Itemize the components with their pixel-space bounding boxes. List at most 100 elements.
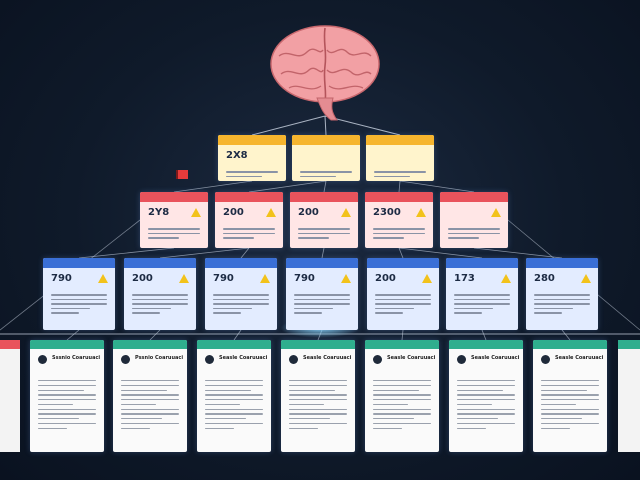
- tier3-card-value: 200: [375, 273, 396, 284]
- warning-icon: [260, 274, 270, 283]
- tier3-card-value: 790: [213, 273, 234, 284]
- tier4-card-title: Seasle Coaruuaci: [471, 355, 520, 361]
- tier3-card-text: [213, 294, 269, 317]
- tier3-card[interactable]: 200: [367, 258, 439, 330]
- tier2-card-header: [215, 192, 283, 202]
- tier2-card-value: 200: [298, 207, 319, 218]
- contact-icon: [121, 355, 130, 364]
- tier1-card[interactable]: [292, 135, 360, 181]
- tier2-card-text: [373, 228, 425, 242]
- connector-line: [78, 247, 175, 259]
- tier3-card-text: [294, 294, 350, 317]
- tier4-card-text: [289, 380, 347, 433]
- warning-icon: [191, 208, 201, 217]
- brain-icon: [265, 22, 385, 122]
- tier4-card-header: [365, 340, 439, 349]
- contact-icon: [541, 355, 550, 364]
- connector-line: [324, 115, 327, 136]
- tier2-card-header: [140, 192, 208, 202]
- tier1-card-header: [218, 135, 286, 145]
- warning-icon: [341, 274, 351, 283]
- warning-icon: [416, 208, 426, 217]
- tier4-card-text: [373, 380, 431, 433]
- tier4-card-title: Pssnio Coaruuaci: [135, 355, 184, 361]
- contact-icon: [289, 355, 298, 364]
- connector-line: [149, 329, 161, 341]
- tier4-card-title: Seasle Coaruuaci: [555, 355, 604, 361]
- flag-icon: [176, 170, 188, 179]
- tier1-card-header: [366, 135, 434, 145]
- connector-line: [233, 329, 242, 341]
- tier4-card[interactable]: Seasle Coaruuaci: [449, 340, 523, 452]
- tier4-card-title: Seasle Coaruuaci: [387, 355, 436, 361]
- tier2-card[interactable]: 200: [215, 192, 283, 248]
- connector-line: [324, 115, 401, 136]
- tier1-card-text: [374, 171, 426, 180]
- tier3-card-value: 200: [132, 273, 153, 284]
- tier4-card[interactable]: Seasle Coaruuaci: [197, 340, 271, 452]
- warning-icon: [341, 208, 351, 217]
- tier3-card[interactable]: 790: [286, 258, 358, 330]
- tier2-card[interactable]: 2Y8: [140, 192, 208, 248]
- connector-line: [561, 329, 571, 341]
- tier2-card-value: 200: [223, 207, 244, 218]
- connector-line: [401, 329, 404, 341]
- tier1-card-value: 2X8: [226, 150, 248, 161]
- tier3-card-text: [132, 294, 188, 317]
- tier3-card[interactable]: 280: [526, 258, 598, 330]
- tier4-card[interactable]: Sssnio Coaruuaci: [30, 340, 104, 452]
- tier2-card-text: [148, 228, 200, 242]
- tier4-card-text: [541, 380, 599, 433]
- tier4-card[interactable]: Seasle Coaruuaci: [281, 340, 355, 452]
- tier4-card[interactable]: Pssnio Coaruuaci: [113, 340, 187, 452]
- connector-line: [248, 180, 327, 193]
- contact-icon: [373, 355, 382, 364]
- tier2-card[interactable]: [440, 192, 508, 248]
- tier4-card-text: [457, 380, 515, 433]
- connector-line: [399, 180, 475, 193]
- tier4-card-header: [197, 340, 271, 349]
- warning-icon: [98, 274, 108, 283]
- tier4-card-text: [121, 380, 179, 433]
- connector-line: [481, 329, 487, 341]
- tier3-card-header: [286, 258, 358, 268]
- tier3-card[interactable]: 790: [43, 258, 115, 330]
- connector-line: [159, 247, 250, 259]
- tier4-card-header: [281, 340, 355, 349]
- tier3-card-text: [534, 294, 590, 317]
- connector-line: [398, 180, 401, 193]
- warning-icon: [422, 274, 432, 283]
- tier3-card-value: 790: [51, 273, 72, 284]
- tier3-card[interactable]: 173: [446, 258, 518, 330]
- tier1-card[interactable]: [366, 135, 434, 181]
- contact-icon: [38, 355, 47, 364]
- tier1-card-text: [226, 171, 278, 180]
- tier1-card[interactable]: 2X8: [218, 135, 286, 181]
- tier3-card-text: [375, 294, 431, 317]
- tier3-card[interactable]: 790: [205, 258, 277, 330]
- contact-icon: [205, 355, 214, 364]
- tier4-card[interactable]: Seasle Coaruuaci: [365, 340, 439, 452]
- tier2-card-header: [440, 192, 508, 202]
- tier4-card-title: Seasle Coaruuaci: [303, 355, 352, 361]
- tier3-card-text: [454, 294, 510, 317]
- tier4-card[interactable]: Seasle Coaruuaci: [533, 340, 607, 452]
- tier1-card-text: [300, 171, 352, 180]
- tier3-card-header: [43, 258, 115, 268]
- tier2-card-header: [290, 192, 358, 202]
- tier3-card[interactable]: 200: [124, 258, 196, 330]
- connector-line: [240, 247, 250, 259]
- connector-line: [398, 247, 483, 259]
- tier4-card-partial-right: [618, 340, 640, 452]
- tier2-card-text: [223, 228, 275, 242]
- tier2-card[interactable]: 2300: [365, 192, 433, 248]
- tier2-card-value: 2300: [373, 207, 401, 218]
- tier2-card-value: 2Y8: [148, 207, 170, 218]
- tier4-card-header: [30, 340, 104, 349]
- connector-line: [473, 247, 563, 259]
- tier1-card-header: [292, 135, 360, 145]
- tier3-card-header: [526, 258, 598, 268]
- tier3-card-value: 280: [534, 273, 555, 284]
- tier2-card[interactable]: 200: [290, 192, 358, 248]
